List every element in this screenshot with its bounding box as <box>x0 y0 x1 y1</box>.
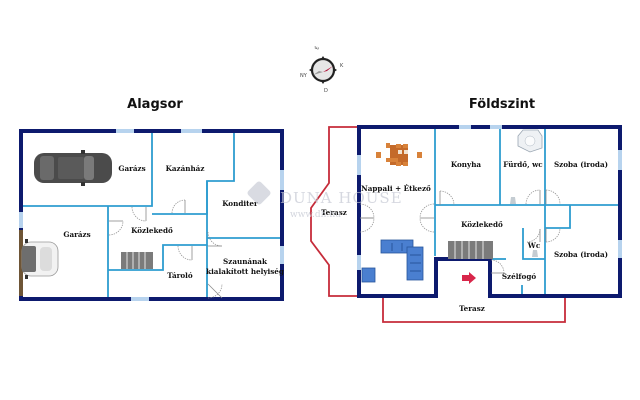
room-label: Terasz <box>321 208 347 217</box>
compass-icon: É K D NY <box>300 45 344 94</box>
dining-table-icon <box>376 143 422 166</box>
watermark-brand: DUNA HOUSE <box>280 189 403 207</box>
room-label: Tároló <box>167 271 193 280</box>
room-label: Garázs <box>63 230 90 239</box>
bathtub-icon <box>517 129 543 153</box>
door <box>108 199 223 299</box>
room-label: Szoba (iroda) <box>554 160 608 169</box>
room-label: Szaunának <box>223 257 268 266</box>
room-label: Szoba (iroda) <box>554 250 608 259</box>
armchair-icon <box>361 267 376 283</box>
wall <box>545 205 571 229</box>
wall <box>522 228 545 260</box>
room-label: Szélfogó <box>502 272 536 281</box>
plan-title-basement: Alagsor <box>127 97 183 112</box>
entrance-arrow-icon <box>462 272 476 284</box>
plan-title-ground-floor: Földszint <box>469 97 535 112</box>
compass-label-west: NY <box>300 73 308 79</box>
room-label: Terasz <box>459 304 485 313</box>
compass-label-east: K <box>340 63 344 69</box>
watermark-logo-icon <box>247 181 271 205</box>
room-label: Konyha <box>451 160 482 169</box>
wall <box>108 181 208 271</box>
room-label: Közlekedő <box>131 226 173 235</box>
basement-plan: Garázs Kazánház Garázs Közlekedő Kondite… <box>19 129 284 301</box>
watermark: DUNA HOUSE www.dh.hu <box>247 181 403 220</box>
room-label: Garázs <box>118 164 145 173</box>
compass-label-north: É <box>312 45 321 51</box>
room-label: Wc <box>527 241 541 250</box>
terrace-outline <box>310 126 359 297</box>
toilet-icon <box>510 197 516 204</box>
room-label: Konditer <box>222 199 258 208</box>
door <box>359 189 561 274</box>
ground-floor-plan: Nappali + Étkező Konyha Fürdő, wc Szoba … <box>310 125 622 323</box>
toilet-icon <box>532 250 538 257</box>
wall <box>21 131 153 207</box>
car-icon <box>34 150 112 186</box>
watermark-url: www.dh.hu <box>290 210 341 220</box>
room-label: Kazánház <box>166 164 205 173</box>
staircase <box>448 241 493 259</box>
room-label: Fürdő, wc <box>503 160 543 169</box>
room-label: Nappali + Étkező <box>361 184 431 193</box>
compass-label-south: D <box>324 88 328 94</box>
room-label: Közlekedő <box>461 220 503 229</box>
sofa-icon <box>380 239 424 281</box>
staircase <box>121 252 153 269</box>
room-label: kialakított helyiség <box>206 267 284 276</box>
car-icon <box>21 239 59 279</box>
terrace-outline <box>382 296 566 323</box>
